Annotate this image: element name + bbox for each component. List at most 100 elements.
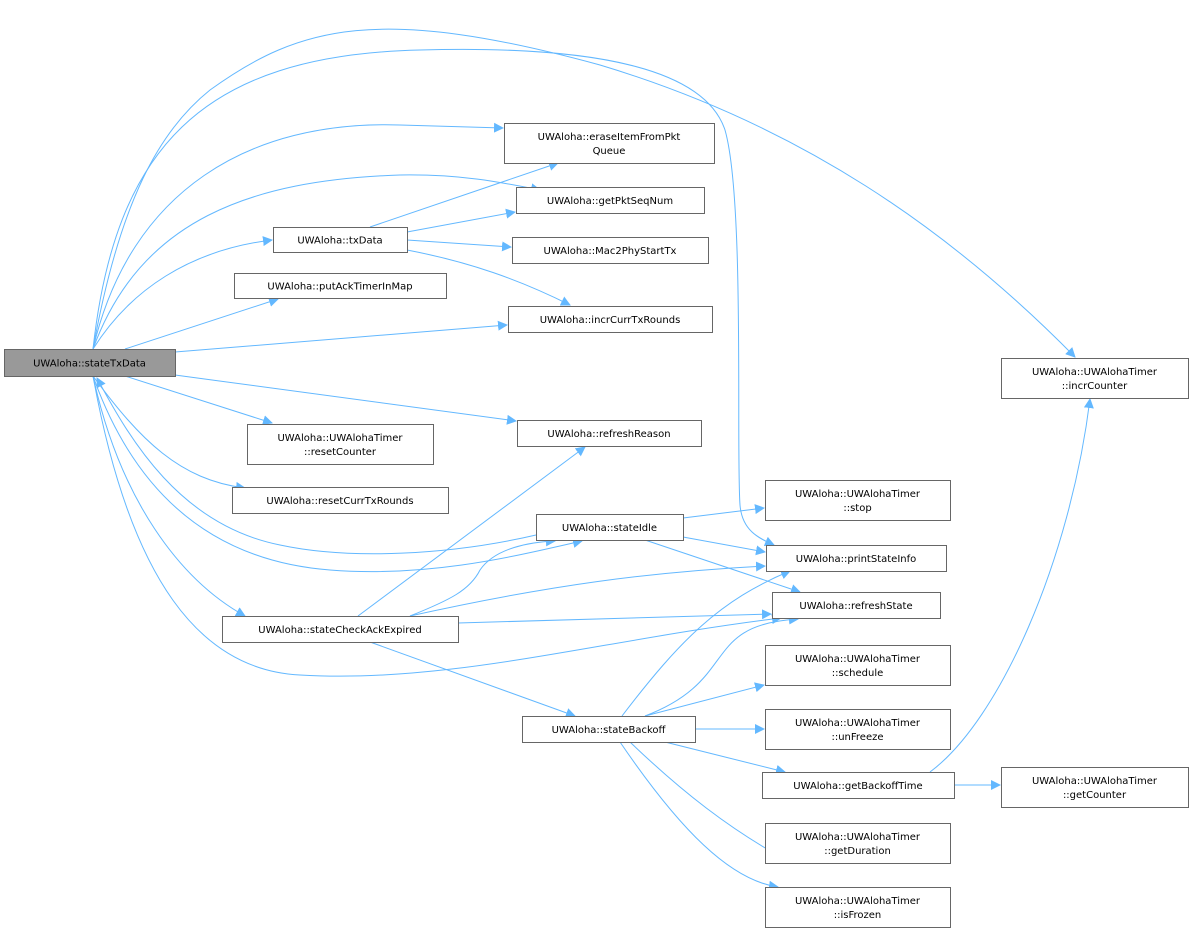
node-label: UWAloha::refreshReason: [547, 429, 670, 440]
node-stateTxData: UWAloha::stateTxData: [4, 349, 176, 377]
node-box: [1001, 767, 1189, 808]
node-box: [512, 237, 709, 264]
node-box: [765, 823, 951, 864]
edge-stateCheckAckExpired-to-refreshState: [457, 609, 772, 624]
edge-stateBackoff-to-schedule: [644, 682, 765, 717]
node-box: [762, 772, 955, 799]
edge-stateTxData-to-getPktSeqNum: [92, 174, 541, 350]
node-getDuration[interactable]: UWAloha::UWAlohaTimer::getDuration: [765, 823, 951, 864]
node-refreshState[interactable]: UWAloha::refreshState: [772, 592, 941, 619]
edge-stateTxData-to-resetCounter: [124, 375, 273, 426]
node-refreshReason[interactable]: UWAloha::refreshReason: [517, 420, 702, 447]
node-label: ::unFreeze: [831, 732, 883, 743]
node-resetCurrTxRounds[interactable]: UWAloha::resetCurrTxRounds: [232, 487, 449, 514]
edge-stateBackoff-to-printStateInfo: [621, 569, 791, 717]
edge-stateTxData-to-refreshState: [92, 375, 782, 677]
node-box: [765, 887, 951, 928]
node-label: UWAloha::printStateInfo: [796, 554, 917, 565]
edge-stateTxData-to-printStateInfo: [92, 48, 775, 546]
node-label: UWAloha::stateCheckAckExpired: [258, 625, 421, 636]
node-label: UWAloha::stateIdle: [562, 523, 657, 534]
node-putAckTimerInMap[interactable]: UWAloha::putAckTimerInMap: [234, 273, 447, 299]
node-getPktSeqNum[interactable]: UWAloha::getPktSeqNum: [516, 187, 705, 214]
node-label: UWAloha::eraseItemFromPkt: [538, 132, 681, 143]
edge-txData-to-eraseItemFromPktQueue: [369, 161, 559, 228]
node-txData[interactable]: UWAloha::txData: [273, 227, 408, 253]
node-label: UWAloha::resetCurrTxRounds: [266, 496, 413, 507]
node-box: [234, 273, 447, 299]
edge-stateTxData-to-incrCounter: [92, 28, 1076, 358]
edge-stateTxData-to-eraseItemFromPktQueue: [92, 122, 504, 350]
node-resetCounter[interactable]: UWAloha::UWAlohaTimer::resetCounter: [247, 424, 434, 465]
node-getBackoffTime[interactable]: UWAloha::getBackoffTime: [762, 772, 955, 799]
node-label: UWAloha::UWAlohaTimer: [795, 489, 921, 500]
node-box: [765, 709, 951, 750]
edge-stateCheckAckExpired-to-stateBackoff: [369, 641, 576, 718]
edge-getBackoffTime-to-incrCounter: [929, 398, 1094, 773]
node-box: [222, 616, 459, 643]
node-incrCurrTxRounds[interactable]: UWAloha::incrCurrTxRounds: [508, 306, 713, 333]
edge-stateTxData-to-incrCurrTxRounds: [174, 320, 508, 353]
node-Mac2PhyStartTx[interactable]: UWAloha::Mac2PhyStartTx: [512, 237, 709, 264]
edge-stateTxData-to-resetCurrTxRounds: [92, 375, 246, 492]
edge-stateTxData-to-txData: [92, 236, 273, 350]
node-box: [522, 716, 696, 743]
node-label: UWAloha::refreshState: [799, 601, 912, 612]
node-label: ::stop: [843, 503, 871, 514]
node-label: UWAloha::getBackoffTime: [793, 781, 922, 792]
node-stop[interactable]: UWAloha::UWAlohaTimer::stop: [765, 480, 951, 521]
edge-stateTxData-to-refreshReason: [174, 374, 517, 425]
node-box: [765, 480, 951, 521]
node-label: ::incrCounter: [1062, 381, 1128, 392]
node-box: [4, 349, 176, 377]
node-box: [772, 592, 941, 619]
node-schedule[interactable]: UWAloha::UWAlohaTimer::schedule: [765, 645, 951, 686]
edge-txData-to-incrCurrTxRounds: [406, 249, 571, 306]
edge-stateTxData-to-stateIdle: [92, 375, 583, 573]
node-label: ::getDuration: [824, 846, 891, 857]
node-unFreeze[interactable]: UWAloha::UWAlohaTimer::unFreeze: [765, 709, 951, 750]
node-label: UWAloha::UWAlohaTimer: [795, 654, 921, 665]
node-box: [766, 545, 947, 572]
node-box: [516, 187, 705, 214]
node-box: [765, 645, 951, 686]
node-label: UWAloha::UWAlohaTimer: [277, 433, 403, 444]
nodes: UWAloha::stateTxData UWAloha::eraseItemFr…: [4, 123, 1189, 928]
node-label: UWAloha::txData: [297, 236, 382, 247]
edge-stateCheckAckExpired-to-printStateInfo: [409, 561, 766, 617]
node-box: [1001, 358, 1189, 399]
node-label: ::isFrozen: [834, 910, 882, 921]
edge-stateBackoff-to-getBackoffTime: [664, 741, 786, 775]
node-incrCounter[interactable]: UWAloha::UWAlohaTimer::incrCounter: [1001, 358, 1189, 399]
edge-txData-to-Mac2PhyStartTx: [406, 239, 512, 252]
edge-stateIdle-to-stop: [682, 504, 765, 519]
node-label: UWAloha::incrCurrTxRounds: [540, 315, 681, 326]
node-box: [247, 424, 434, 465]
edge-stateTxData-to-putAckTimerInMap: [124, 297, 279, 350]
edge-stateTxData-to-stateCheckAckExpired: [92, 375, 246, 617]
node-isFrozen[interactable]: UWAloha::UWAlohaTimer::isFrozen: [765, 887, 951, 928]
node-label: UWAloha::UWAlohaTimer: [795, 896, 921, 907]
node-label: ::resetCounter: [304, 447, 377, 458]
edge-stateBackoff-to-isFrozen: [619, 741, 779, 891]
node-box: [517, 420, 702, 447]
node-label: UWAloha::UWAlohaTimer: [795, 718, 921, 729]
edge-stateIdle-to-printStateInfo: [682, 536, 766, 556]
node-box: [273, 227, 408, 253]
node-stateBackoff[interactable]: UWAloha::stateBackoff: [522, 716, 696, 743]
edge-stateBackoff-to-refreshState: [644, 614, 799, 717]
node-getCounter[interactable]: UWAloha::UWAlohaTimer::getCounter: [1001, 767, 1189, 808]
node-label: UWAloha::Mac2PhyStartTx: [544, 246, 677, 257]
node-label: ::schedule: [832, 668, 884, 679]
node-label: UWAloha::UWAlohaTimer: [795, 832, 921, 843]
node-box: [232, 487, 449, 514]
node-label: UWAloha::UWAlohaTimer: [1032, 776, 1158, 787]
node-label: UWAloha::stateTxData: [33, 359, 146, 370]
node-stateIdle[interactable]: UWAloha::stateIdle: [536, 514, 684, 541]
node-stateCheckAckExpired[interactable]: UWAloha::stateCheckAckExpired: [222, 616, 459, 643]
node-printStateInfo[interactable]: UWAloha::printStateInfo: [766, 545, 947, 572]
node-label: UWAloha::UWAlohaTimer: [1032, 367, 1158, 378]
edges: [92, 28, 1094, 891]
